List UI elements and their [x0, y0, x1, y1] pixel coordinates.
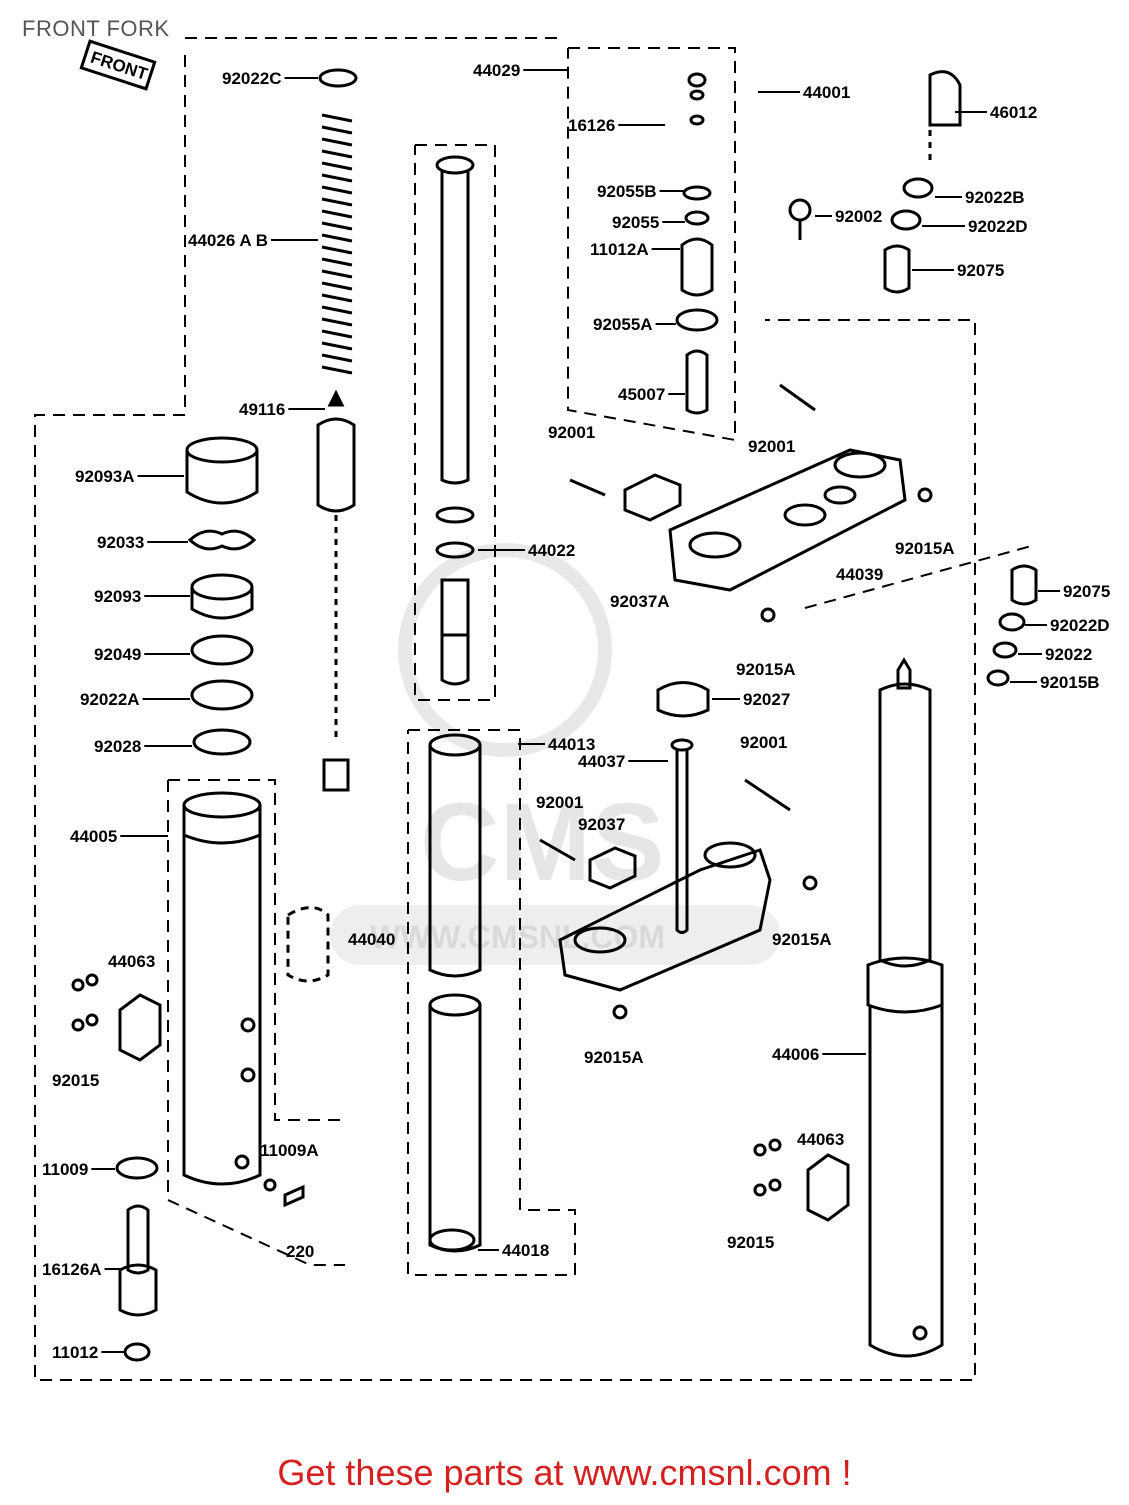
- part-label-p54: 11012: [52, 1343, 98, 1362]
- part-label-p25: 92075: [1063, 582, 1110, 601]
- leader-lines: [91, 69, 1060, 1353]
- part-label-p10: 92055: [612, 213, 659, 232]
- part-label-p15: 45007: [618, 385, 665, 404]
- part-label-p21: 92033: [97, 533, 144, 552]
- parts-link[interactable]: Get these parts at www.cmsnl.com !: [277, 1452, 852, 1493]
- part-label-p50: 220: [286, 1242, 314, 1261]
- part-label-p36: 92001: [740, 733, 787, 752]
- part-label-p46: 44006: [772, 1045, 819, 1064]
- part-shapes: [71, 68, 1038, 1362]
- part-label-p52: 44018: [502, 1241, 549, 1260]
- front-tag: FRONT: [79, 39, 157, 91]
- part-label-p03: 44001: [803, 83, 850, 102]
- part-label-p51: 92015: [727, 1233, 774, 1252]
- part-label-p08: 92002: [835, 207, 882, 226]
- part-label-p30: 92022: [1045, 645, 1092, 664]
- part-label-p35: 44013: [548, 735, 595, 754]
- part-label-p04: 46012: [990, 103, 1037, 122]
- part-label-p07: 92055B: [597, 182, 657, 201]
- part-label-p53: 16126A: [42, 1260, 102, 1279]
- part-label-p16: 49116: [239, 400, 285, 419]
- part-label-p41: 92015A: [772, 930, 832, 949]
- part-label-p31: 92015B: [1040, 673, 1100, 692]
- part-label-p02: 44029: [473, 61, 520, 80]
- part-label-p22: 44022: [528, 541, 575, 560]
- part-label-p14: 92055A: [593, 315, 653, 334]
- watermark: CMS WWW.CMSNL.COM: [330, 543, 780, 965]
- part-label-p26: 92093: [94, 587, 141, 606]
- part-label-p47: 11009A: [260, 1141, 319, 1160]
- page-title: FRONT FORK: [22, 16, 170, 41]
- part-label-p01: 92022C: [222, 69, 282, 88]
- part-label-p27: 92022D: [1050, 616, 1110, 635]
- part-label-p19: 92093A: [75, 467, 135, 486]
- part-label-p32: 92022A: [80, 690, 140, 709]
- part-label-p11: 44026 A B: [188, 231, 268, 250]
- part-label-p40: 44005: [70, 827, 117, 846]
- boundary-lines: [34, 37, 1036, 1381]
- part-label-p45: 92015A: [584, 1048, 644, 1067]
- part-label-p33: 92027: [743, 690, 790, 709]
- part-label-p18: 92001: [748, 437, 795, 456]
- part-label-p09: 92022D: [968, 217, 1028, 236]
- part-label-p13: 92075: [957, 261, 1004, 280]
- part-label-p43: 44063: [108, 952, 155, 971]
- part-label-p29: 92015A: [736, 660, 796, 679]
- part-label-p48: 11009: [42, 1160, 88, 1179]
- part-label-p34: 92028: [94, 737, 141, 756]
- part-label-p37: 44037: [578, 752, 625, 771]
- part-label-p28: 92049: [94, 645, 141, 664]
- part-label-p06: 92022B: [965, 188, 1025, 207]
- part-label-p39: 92037: [578, 815, 625, 834]
- part-label-p17: 92001: [548, 423, 595, 442]
- part-label-p42: 44040: [348, 930, 395, 949]
- part-label-p24: 92037A: [610, 592, 670, 611]
- part-label-p12: 11012A: [590, 240, 649, 259]
- part-label-p38: 92001: [536, 793, 583, 812]
- part-label-p49: 44063: [797, 1130, 844, 1149]
- part-label-p23: 44039: [836, 565, 883, 584]
- part-label-p05: 16126: [568, 116, 615, 135]
- watermark-url: WWW.CMSNL.COM: [370, 919, 665, 955]
- part-label-p20: 92015A: [895, 539, 955, 558]
- part-label-p44: 92015: [52, 1071, 99, 1090]
- part-labels: 92022C 44029 44001 46012 16126 92022B 92055B 92…: [42, 61, 1110, 1362]
